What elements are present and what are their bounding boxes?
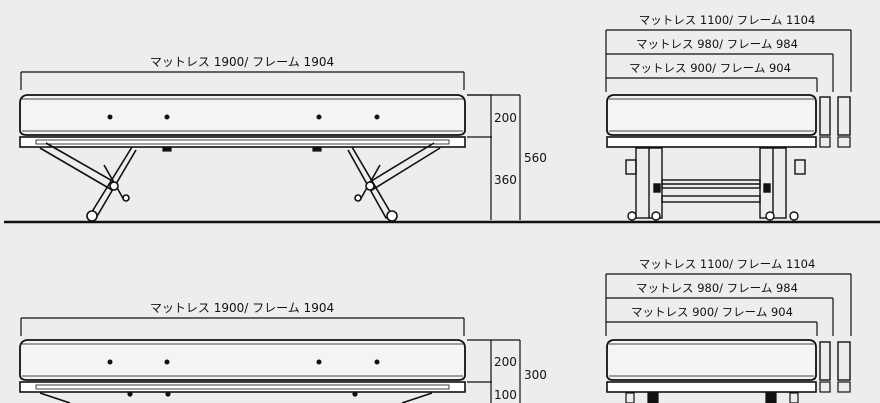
lower-frame [19,381,466,393]
upper-width-dimensions [605,29,852,92]
upper-end-view [605,29,852,221]
upper-right-scissor-leg [347,142,441,222]
upper-frame-height-label: 360 [494,173,517,187]
lower-width-label-2: マットレス 980/ フレーム 984 [636,281,798,295]
upper-width-label-2: マットレス 980/ フレーム 984 [636,37,798,51]
upper-height-dimensions [467,94,521,220]
upper-mattress [19,94,466,136]
upper-end-lift [625,147,806,221]
upper-left-scissor-leg [39,142,137,222]
lower-width-label-1: マットレス 1100/ フレーム 1104 [639,257,816,271]
upper-length-label: マットレス 1900/ フレーム 1904 [150,55,334,69]
upper-mattress-height-label: 200 [494,111,517,125]
upper-end-mattress [606,94,817,136]
lower-width-dimensions [605,273,852,336]
lower-length-dimension [20,317,465,336]
lower-length-label: マットレス 1900/ フレーム 1904 [150,301,334,315]
lower-mattress-buttons [107,359,380,365]
upper-length-dimension [20,71,465,90]
lower-mattress-height-label: 200 [494,355,517,369]
lower-total-height-label: 300 [524,368,547,382]
upper-total-height-label: 560 [524,151,547,165]
upper-mattress-buttons [107,114,380,120]
upper-width-label-3: マットレス 900/ フレーム 904 [629,61,791,75]
lower-height-dimensions [467,339,521,403]
lower-end-view [605,273,852,403]
lower-frame-height-label: 100 [494,388,517,402]
lower-width-label-3: マットレス 900/ フレーム 904 [631,305,793,319]
upper-width-label-1: マットレス 1100/ フレーム 1104 [639,13,816,27]
lower-mattress [19,339,466,381]
lower-side-view [19,317,521,403]
upper-side-view [19,71,521,222]
upper-frame [19,136,466,148]
lower-end-mattress [606,339,817,381]
